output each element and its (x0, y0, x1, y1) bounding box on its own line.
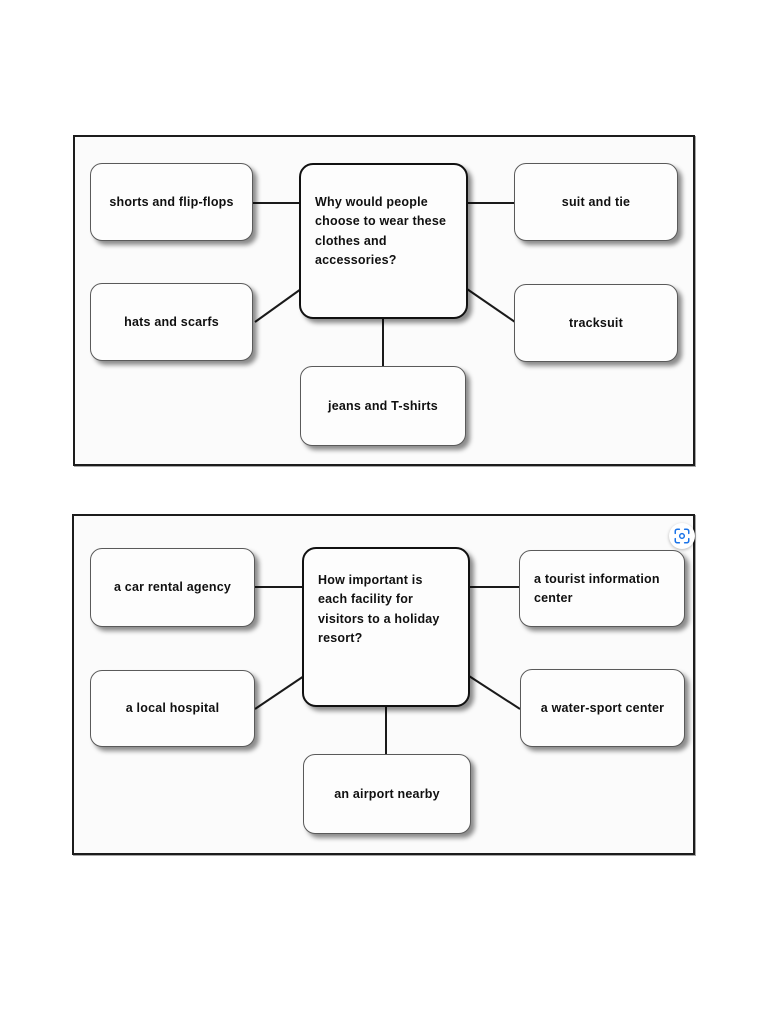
diagram-canvas: How important is each facility for visit… (74, 516, 693, 853)
node-label: a car rental agency (113, 580, 232, 595)
center-node-clothing[interactable]: Why would people choose to wear these cl… (299, 163, 468, 319)
node-tourist-information-center[interactable]: a tourist information center (519, 550, 685, 627)
lens-scan-icon[interactable] (669, 523, 695, 549)
node-label: tracksuit (569, 315, 623, 330)
diagram-canvas: Why would people choose to wear these cl… (75, 137, 693, 464)
node-label: a water-sport center (540, 700, 665, 715)
node-label: shorts and flip-flops (109, 194, 234, 209)
center-node-label: How important is each facility for visit… (318, 573, 440, 646)
node-label: hats and scarfs (124, 314, 219, 329)
lens-scan-glyph (674, 528, 690, 544)
node-label: an airport nearby (334, 786, 440, 801)
node-label: a local hospital (125, 701, 220, 716)
mind-map-diagram-clothing: Why would people choose to wear these cl… (73, 135, 695, 466)
mind-map-diagram-holiday-resort: How important is each facility for visit… (72, 514, 695, 855)
node-jeans-and-t-shirts[interactable]: jeans and T-shirts (300, 366, 466, 446)
node-car-rental-agency[interactable]: a car rental agency (90, 548, 255, 627)
center-node-holiday-resort[interactable]: How important is each facility for visit… (302, 547, 470, 707)
node-shorts-and-flip-flops[interactable]: shorts and flip-flops (90, 163, 253, 241)
node-label: jeans and T-shirts (328, 398, 438, 413)
node-hats-and-scarfs[interactable]: hats and scarfs (90, 283, 253, 361)
node-label: a tourist information center (534, 572, 660, 605)
node-label: suit and tie (561, 194, 631, 209)
node-local-hospital[interactable]: a local hospital (90, 670, 255, 747)
node-tracksuit[interactable]: tracksuit (514, 284, 678, 362)
node-airport-nearby[interactable]: an airport nearby (303, 754, 471, 834)
center-node-label: Why would people choose to wear these cl… (315, 195, 447, 268)
node-water-sport-center[interactable]: a water-sport center (520, 669, 685, 747)
node-suit-and-tie[interactable]: suit and tie (514, 163, 678, 241)
